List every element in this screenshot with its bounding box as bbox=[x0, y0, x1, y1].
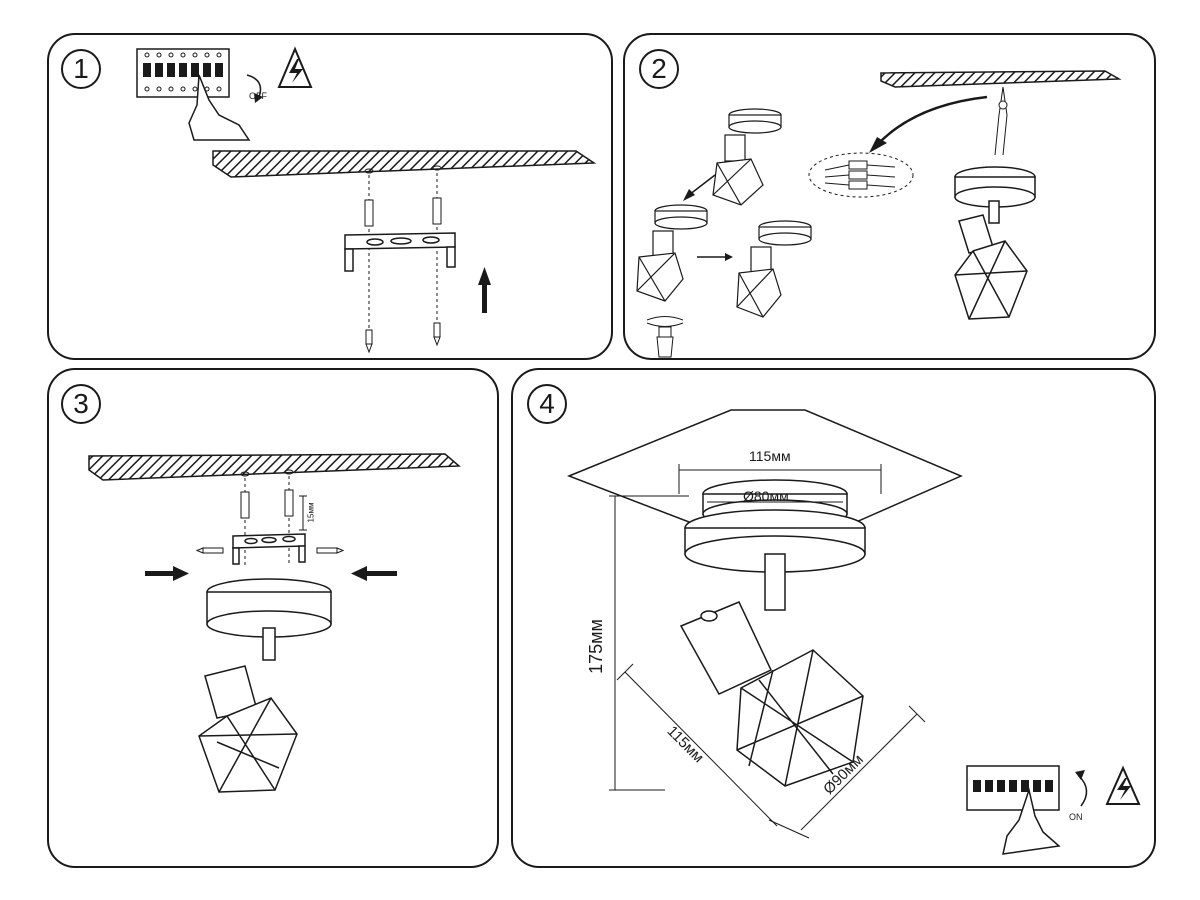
wall-plug-icon bbox=[364, 199, 374, 227]
spotlight-shade bbox=[679, 601, 864, 787]
wall-plug-icon bbox=[240, 491, 250, 519]
arrow-right-icon bbox=[145, 566, 189, 581]
step-2-panel: 2 bbox=[623, 33, 1156, 360]
rotate-arrow-icon bbox=[646, 316, 684, 327]
terminal-block-icon bbox=[998, 100, 1008, 110]
screw-icon bbox=[195, 547, 224, 554]
step-3-panel: 3 15мм bbox=[47, 368, 499, 868]
bracket-gap-label: 15мм bbox=[306, 502, 316, 523]
assembled-spotlight bbox=[954, 166, 1036, 320]
arrow-up-icon bbox=[478, 267, 491, 313]
circuit-breaker-icon bbox=[136, 48, 230, 98]
wiring-detail-zoom bbox=[808, 152, 914, 198]
spotlight-small bbox=[736, 220, 812, 318]
on-label: ON bbox=[1069, 812, 1083, 822]
assembled-spotlight bbox=[198, 578, 332, 793]
total-height-label: 175мм bbox=[585, 619, 606, 674]
step-3-illustration bbox=[88, 453, 461, 793]
hand-icon bbox=[1002, 787, 1061, 855]
off-label: OFF bbox=[249, 91, 267, 101]
step-1-illustration bbox=[136, 46, 597, 354]
high-voltage-warning-icon bbox=[1105, 765, 1141, 805]
step-4-panel: 4 bbox=[511, 368, 1156, 868]
canopy-diameter-label: Ø80мм bbox=[743, 488, 789, 504]
arrow-right-icon bbox=[697, 253, 733, 261]
step-number: 4 bbox=[527, 384, 567, 424]
wall-plug-icon bbox=[432, 197, 442, 225]
mounting-bracket bbox=[344, 232, 456, 272]
step-2-illustration bbox=[636, 70, 1122, 358]
ceiling-slab bbox=[212, 150, 597, 178]
screw-icon bbox=[316, 547, 345, 554]
screw-icon bbox=[365, 329, 373, 354]
step-number: 3 bbox=[61, 384, 101, 424]
step-number: 1 bbox=[61, 49, 101, 89]
circuit-breaker-icon bbox=[966, 765, 1060, 811]
ceiling-slab bbox=[88, 453, 461, 481]
spotlight-small bbox=[636, 204, 708, 302]
canopy bbox=[684, 479, 866, 611]
bulb-icon bbox=[656, 326, 674, 358]
screw-icon bbox=[433, 322, 441, 347]
curved-arrow-icon bbox=[1078, 775, 1088, 807]
step-4-illustration bbox=[566, 409, 1141, 855]
hand-icon bbox=[188, 74, 251, 141]
wall-plug-icon bbox=[284, 489, 294, 517]
mounting-bracket bbox=[232, 533, 306, 565]
step-1-panel: 1 bbox=[47, 33, 613, 360]
step-number: 2 bbox=[639, 49, 679, 89]
canopy-width-label: 115мм bbox=[749, 448, 791, 464]
spotlight-small bbox=[712, 108, 782, 206]
ceiling-slab bbox=[880, 70, 1122, 88]
high-voltage-warning-icon bbox=[277, 46, 313, 88]
arrow-left-icon bbox=[351, 566, 397, 581]
curved-arrow-icon bbox=[246, 74, 262, 98]
